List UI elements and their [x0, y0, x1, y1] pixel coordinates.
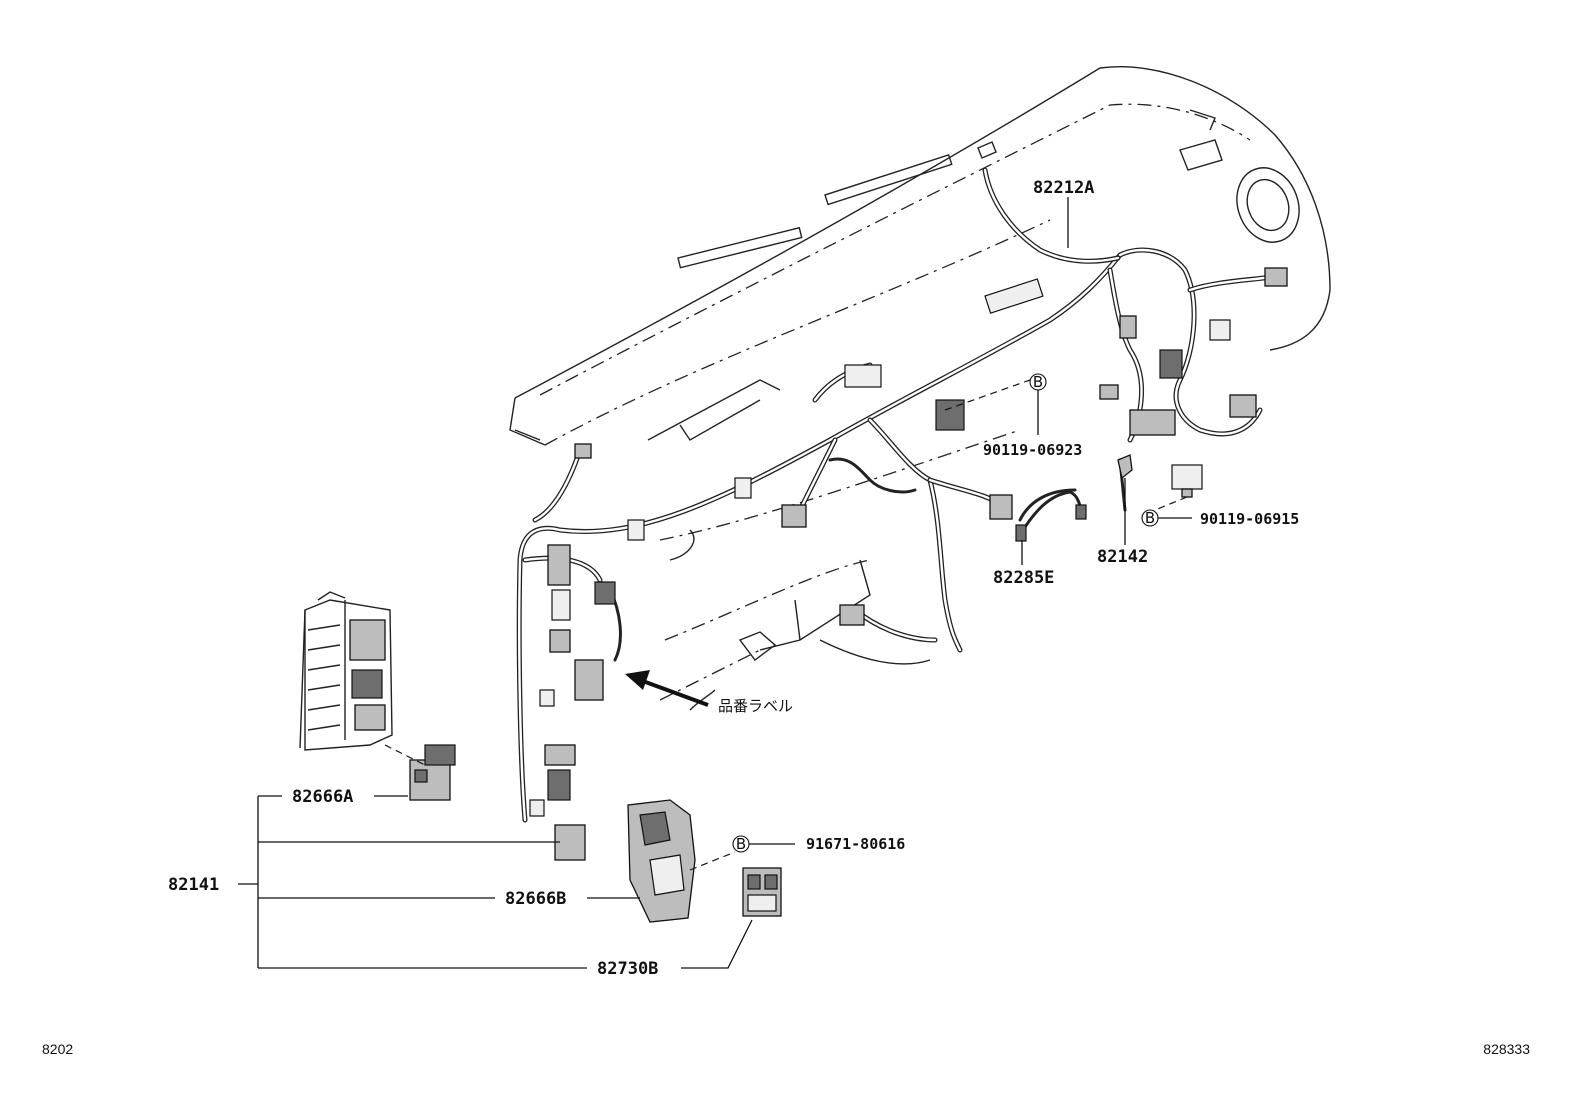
callout-b-91671-80616: B	[732, 835, 750, 853]
connector-g	[547, 769, 571, 801]
connector-i	[574, 443, 592, 459]
label-91671-80616: 91671-80616	[806, 835, 905, 853]
connector-e	[574, 659, 604, 701]
connector-a	[547, 544, 571, 586]
label-82142: 82142	[1097, 547, 1148, 567]
connector-b	[551, 589, 571, 621]
clip-a	[734, 477, 752, 499]
footer-right-code: 828333	[1483, 1041, 1530, 1057]
connector-v	[1119, 315, 1137, 339]
label-82141: 82141	[168, 875, 219, 895]
connector-t	[1099, 384, 1119, 400]
svg-text:B: B	[1145, 509, 1155, 527]
callout-b-90119-06923: B	[1029, 373, 1047, 391]
connector-q	[1229, 394, 1257, 418]
connector-k	[844, 364, 882, 388]
connector-o	[984, 278, 1044, 314]
connector-n	[839, 604, 865, 626]
connector-u	[1209, 319, 1231, 341]
part-number-label-arrow	[625, 670, 709, 707]
footer-left-code: 8202	[42, 1041, 73, 1057]
connector-m	[989, 494, 1013, 520]
connector-p	[1129, 409, 1176, 436]
part-82142-clip	[1117, 454, 1133, 480]
label-82285E: 82285E	[993, 568, 1054, 588]
part-82666A-connector	[409, 744, 456, 801]
label-82212A: 82212A	[1033, 178, 1094, 198]
label-82666A: 82666A	[292, 787, 353, 807]
svg-text:B: B	[736, 835, 746, 853]
connector-c	[549, 629, 571, 653]
label-82666B: 82666B	[505, 889, 566, 909]
junction-block	[299, 591, 393, 751]
relay-part	[1171, 464, 1203, 498]
label-90119-06923: 90119-06923	[983, 441, 1082, 459]
dash-vent-left	[677, 226, 803, 269]
part-82730B-connector	[742, 867, 782, 917]
main-harness-wires	[516, 167, 1288, 823]
connector-f	[544, 744, 576, 766]
part-82285E-sensor-lead	[1015, 490, 1087, 542]
harness-connectors	[529, 267, 1288, 861]
part-82666B-bracket	[627, 799, 696, 923]
connector-r	[1264, 267, 1288, 287]
label-part-number-label: 品番ラベル	[718, 697, 793, 715]
label-82730B: 82730B	[597, 959, 658, 979]
connector-j	[781, 504, 807, 528]
svg-text:B: B	[1033, 373, 1043, 391]
label-90119-06915: 90119-06915	[1200, 510, 1299, 528]
instrument-panel-outline	[509, 66, 1331, 711]
dash-vent-center	[824, 153, 953, 206]
callout-b-90119-06915: B	[1141, 509, 1159, 527]
clip-c	[539, 689, 555, 707]
connector-d	[594, 581, 616, 605]
clip-b	[627, 519, 645, 541]
connector-s	[1159, 349, 1183, 379]
clip-d	[529, 799, 545, 817]
leader-lines	[238, 197, 1192, 969]
